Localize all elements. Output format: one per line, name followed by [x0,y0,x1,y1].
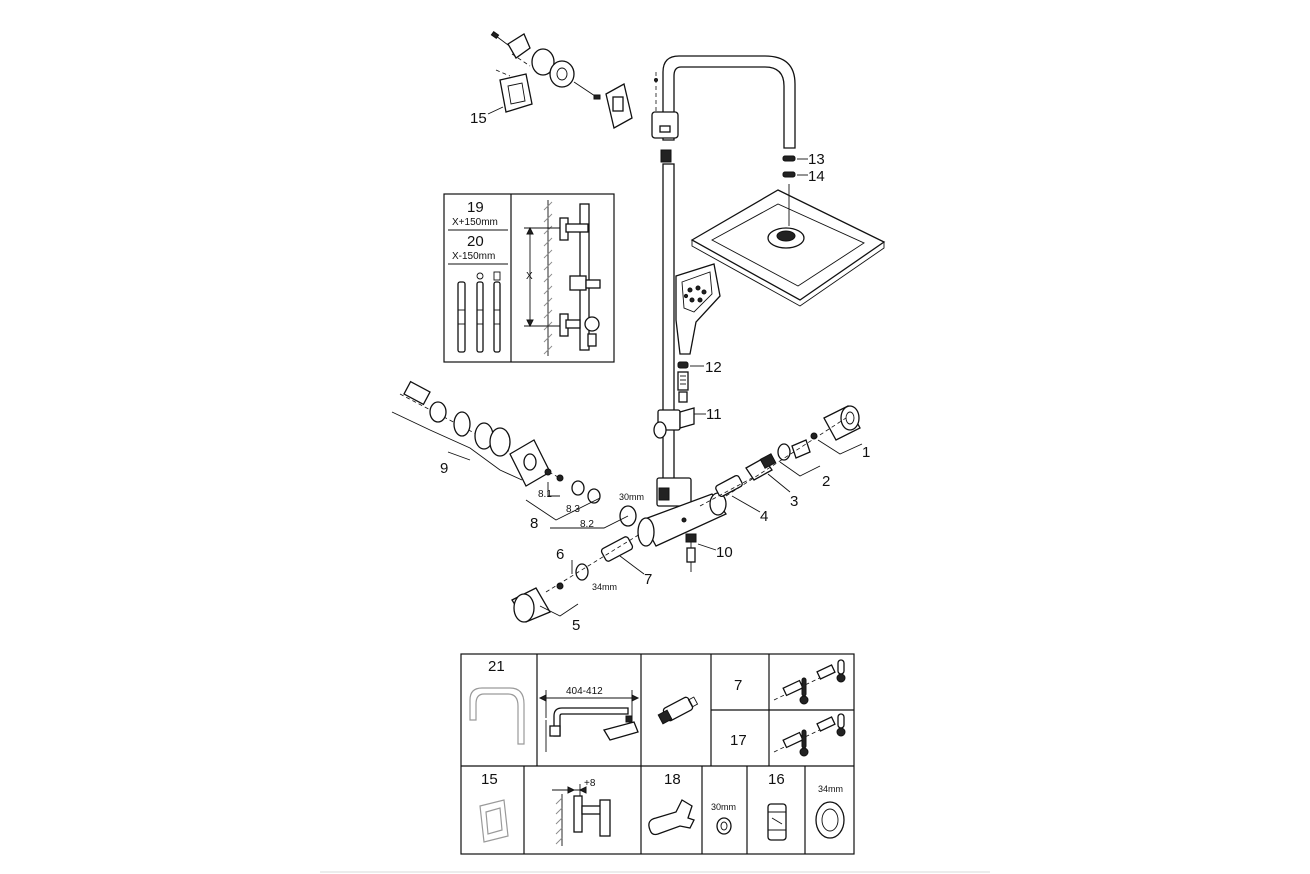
legend-7-number: 7 [734,677,742,694]
callout-8: 8 [530,515,538,532]
callout-7: 7 [644,571,652,588]
callout-11: 11 [706,406,722,423]
pipe-20-length: X-150mm [452,251,495,262]
callout-3: 3 [790,493,798,510]
wall-bracket-assembly: 15 [470,30,633,129]
callout-4: 4 [760,508,768,525]
nut-30mm-icon [716,817,732,835]
legend-17-number: 17 [730,732,747,749]
inset-wall-hatching [543,201,553,355]
legend-21-number: 21 [488,658,505,675]
callout-6: 6 [556,546,564,563]
callout-8-2: 8.2 [580,519,594,530]
left-side-parts: 9 8.1 8.3 8.2 8 30mm 7 6 34mm 5 [391,380,652,634]
thermo-cartridge-icon-17 [773,713,846,757]
legend-18-number: 18 [664,771,681,788]
riser-pipe-inset: 19 X+150mm 20 X-150mm X [443,193,615,363]
cartridge-16-icon [767,803,787,841]
callout-9: 9 [440,460,448,477]
legend-16-number: 16 [768,771,785,788]
pipe-20-number: 20 [467,233,484,250]
nut-size: 34mm [818,784,843,794]
pipe-19-length: X+150mm [452,217,498,228]
callout-8-3: 8.3 [566,504,580,515]
callout-10: 10 [716,544,733,561]
right-side-parts: 4 3 2 1 [699,405,870,525]
callout-14: 14 [808,168,825,185]
callout-12: 12 [705,359,722,376]
thermostat-body: 10 [637,477,733,572]
dimension-30mm: 30mm [619,492,644,502]
arm-dimension: 404-412 [566,686,603,697]
callout-2: 2 [822,473,830,490]
shower-riser: 11 [651,55,796,483]
nut-34mm-icon [815,801,845,839]
callout-13: 13 [808,151,825,168]
callout-5: 5 [572,617,580,634]
thermo-cartridge-icon-7 [773,659,846,705]
wrench-size: 30mm [711,802,736,812]
callout-8-1: 8.1 [538,489,552,500]
pipe-19-number: 19 [467,199,484,216]
callout-1: 1 [862,444,870,461]
legend-table: 21 404-412 7 17 [460,653,855,855]
callout-15: 15 [470,110,487,127]
hand-shower: 12 [675,263,722,403]
legend-15-number: 15 [481,771,498,788]
wall-hatching-legend [555,797,563,845]
dimension-x: X [526,271,533,282]
offset-dimension: +8 [584,778,596,789]
dimension-34mm: 34mm [592,582,617,592]
head-shower: 13 14 [690,151,886,307]
